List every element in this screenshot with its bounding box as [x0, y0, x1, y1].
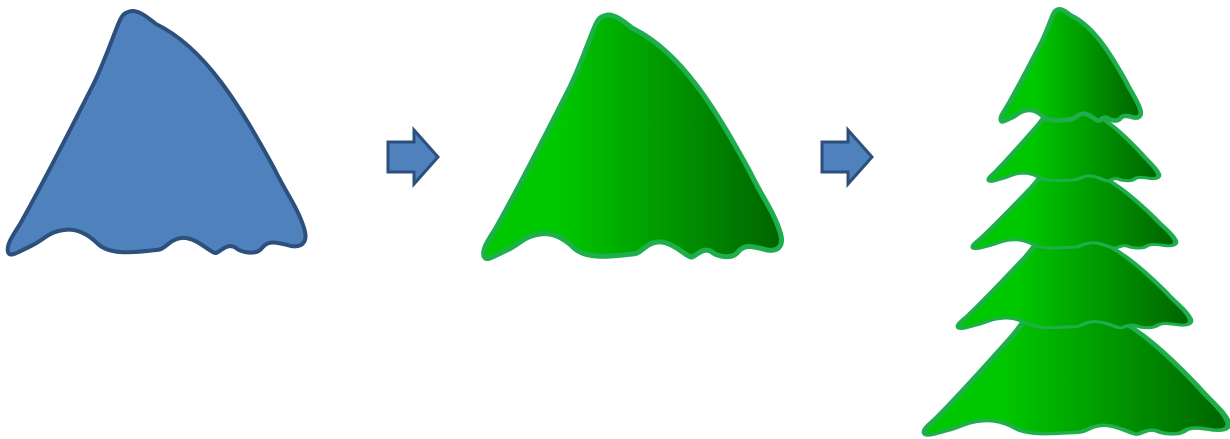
stage-1-blue-shape: [8, 11, 306, 255]
stage-3-stacked-tree: [925, 9, 1229, 435]
tree-layer-1: [1001, 9, 1141, 121]
stage-2-green-shape: [484, 15, 782, 259]
right-arrow-icon: [388, 130, 438, 184]
right-arrow-icon: [822, 130, 872, 184]
